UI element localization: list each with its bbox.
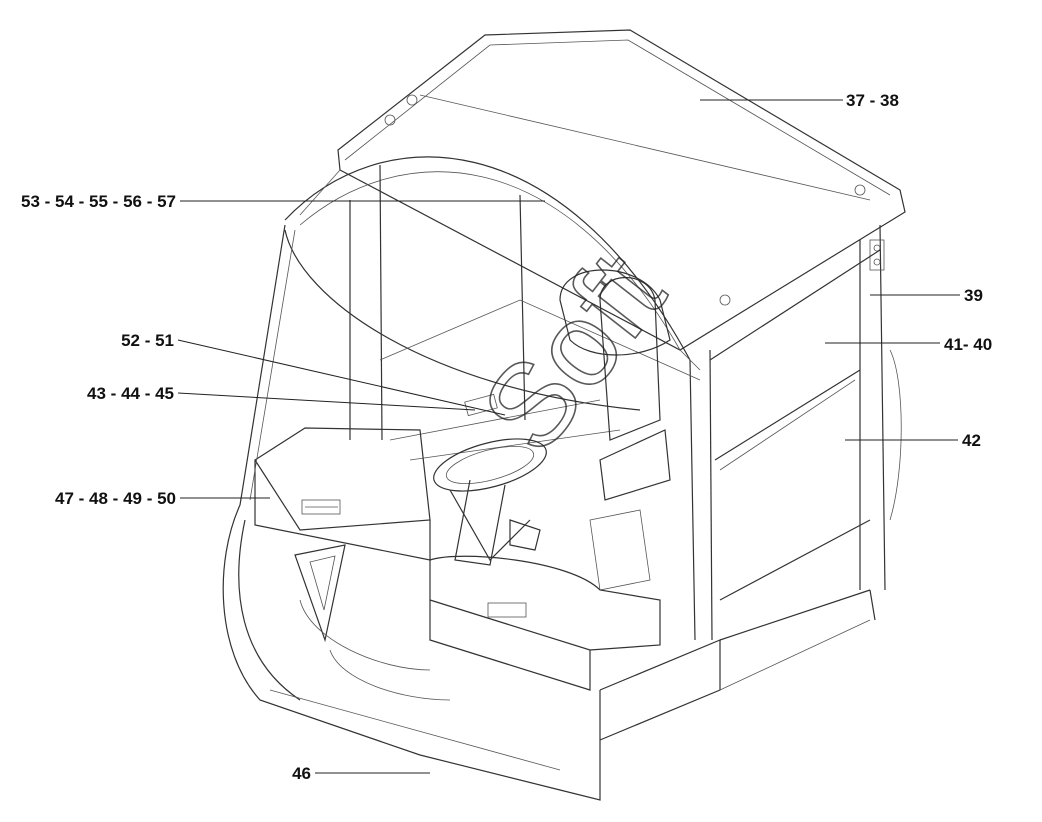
cab-drawing [222, 29, 906, 801]
callout-39: 39 [964, 286, 983, 305]
leader-43-45 [177, 392, 476, 411]
watermark-text: Soft [456, 229, 689, 476]
leader-52-51 [177, 339, 506, 416]
watermark: Soft [456, 229, 691, 477]
leader-lines [177, 99, 960, 774]
callout-37-38: 37 - 38 [846, 91, 899, 110]
callout-labels: 37 - 38 53 - 54 - 55 - 56 - 57 39 41- 40… [21, 91, 992, 783]
callout-43-45: 43 - 44 - 45 [87, 384, 174, 403]
callout-47-50: 47 - 48 - 49 - 50 [55, 489, 176, 508]
callout-52-51: 52 - 51 [121, 331, 174, 350]
callout-42: 42 [962, 431, 981, 450]
callout-46: 46 [292, 764, 311, 783]
callout-53-57: 53 - 54 - 55 - 56 - 57 [21, 192, 176, 211]
callout-41-40: 41- 40 [944, 335, 992, 354]
